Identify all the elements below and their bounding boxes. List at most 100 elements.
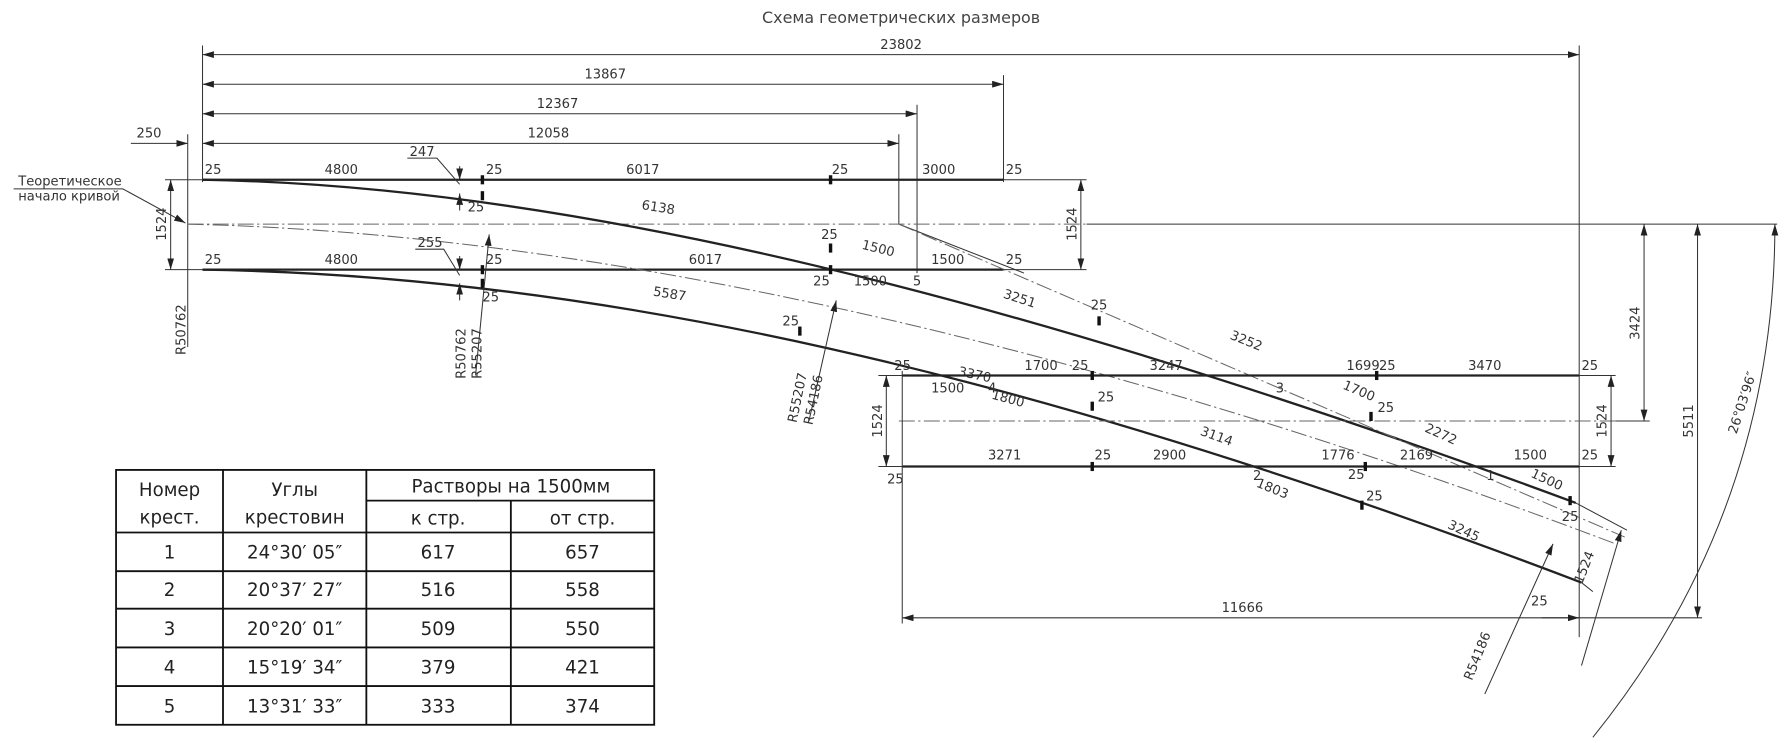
dim-label: 25: [1562, 510, 1579, 525]
callout-leader: [13, 188, 186, 224]
header-number-2: крест.: [139, 507, 199, 528]
dim-3424: 3424: [1629, 306, 1644, 339]
dim-label: 25: [1006, 163, 1023, 178]
svg-text:13°31′ 33″: 13°31′ 33″: [247, 696, 342, 717]
gauge-left: 1524: [155, 208, 170, 241]
dim-label: 3114: [1198, 424, 1234, 449]
radius-label: R50762: [454, 328, 469, 379]
radius-label: R54186: [1462, 630, 1495, 683]
dim-label: 2169: [1400, 449, 1433, 464]
svg-text:617: 617: [421, 543, 456, 564]
theoretical-curve-start-callout: Теоретическое начало кривой: [13, 174, 186, 224]
svg-text:558: 558: [565, 580, 600, 601]
dim-label: 4800: [325, 253, 358, 268]
dim-12058: 12058: [528, 127, 570, 142]
dim-label: 25: [813, 275, 830, 290]
dim-label: 25: [1095, 449, 1112, 464]
dim-label: 6017: [626, 163, 659, 178]
dim-label: 1500: [860, 238, 896, 261]
svg-text:2: 2: [164, 580, 176, 601]
svg-text:20°37′ 27″: 20°37′ 27″: [247, 580, 342, 601]
dim-label: 25: [894, 359, 911, 374]
dim-label: 25: [1348, 468, 1365, 483]
dim-label: 25: [1379, 359, 1396, 374]
svg-text:374: 374: [565, 696, 600, 717]
dim-label: 1500: [931, 253, 964, 268]
dim-label: 3245: [1445, 518, 1482, 546]
dim-label: 2900: [1153, 449, 1186, 464]
dim-label: 25: [1072, 359, 1089, 374]
dim-label: 1699: [1346, 359, 1379, 374]
gauge-left: 1524: [871, 404, 886, 437]
dim-label: 25: [1581, 449, 1598, 464]
angle-arc: [1592, 224, 1779, 738]
dim-label: 1700: [1340, 378, 1377, 405]
header-from-str: от стр.: [550, 509, 615, 530]
dim-label: 25: [1098, 391, 1115, 406]
dim-label: 3252: [1228, 328, 1264, 354]
diverging-centerline: [898, 223, 1625, 538]
dim-label: 5587: [652, 285, 687, 305]
svg-text:20°20′ 01″: 20°20′ 01″: [247, 619, 342, 640]
header-angle: Углы: [271, 480, 318, 501]
svg-text:657: 657: [565, 543, 600, 564]
dim-label: 25: [1531, 594, 1548, 609]
header-angle-2: крестовин: [245, 507, 345, 528]
dim-label: 25: [486, 253, 503, 268]
rail-joint-ticks: [480, 175, 1101, 411]
curved-rail-inner: [202, 268, 1582, 584]
svg-text:4: 4: [164, 658, 176, 679]
dim-label: 25: [887, 473, 904, 488]
dim-label: 25: [1366, 490, 1383, 505]
svg-text:15°19′ 34″: 15°19′ 34″: [247, 658, 342, 679]
dim-label: 3251: [1001, 287, 1037, 312]
dim-label: 1700: [1024, 359, 1057, 374]
dim-label: 25: [1006, 253, 1023, 268]
crossings-table: Номер крест. Углы крестовин Растворы на …: [115, 469, 656, 726]
dim-label: 6138: [641, 198, 676, 218]
dim-label: 1500: [1514, 449, 1547, 464]
dim-label: 3470: [1468, 359, 1501, 374]
offset-255: 255: [418, 236, 443, 251]
end-gauge: 1524: [1572, 549, 1598, 585]
drawing-title: Схема геометрических размеров: [762, 8, 1040, 27]
dim-label: 3000: [922, 163, 955, 178]
svg-text:3: 3: [164, 619, 176, 640]
crossing-number-4: 4: [988, 382, 996, 397]
dim-label: 1500: [1528, 467, 1565, 495]
radius-label: R55207: [470, 328, 485, 379]
header-to-str: к стр.: [411, 509, 466, 530]
first-block: 1524 1524 25 4800 25 6017 25 3000 25 25 …: [155, 145, 1778, 584]
dim-label: 25: [821, 228, 838, 243]
dim-label: 1500: [931, 382, 964, 397]
curve-labels: 6138 25 1500 3251 25 3252 1700 25 2272 1…: [641, 198, 1579, 609]
dim-23802: 23802: [880, 38, 922, 53]
svg-text:516: 516: [421, 580, 456, 601]
svg-text:509: 509: [421, 619, 456, 640]
dim-label: 25: [482, 291, 499, 306]
callout-line2: начало кривой: [18, 189, 120, 204]
dim-label: 25: [832, 163, 849, 178]
svg-text:379: 379: [421, 658, 456, 679]
crossing-number-1: 1: [1486, 469, 1494, 484]
radius-label: R50762: [174, 304, 189, 355]
svg-text:1: 1: [164, 543, 176, 564]
crossing-number-2: 2: [1253, 469, 1261, 484]
dim-13867: 13867: [584, 68, 626, 83]
svg-text:421: 421: [565, 658, 600, 679]
dim-250: 250: [137, 127, 162, 142]
dim-label: 25: [782, 314, 799, 329]
dim-label: 25: [1377, 401, 1394, 416]
dim-label: 25: [1091, 298, 1108, 313]
svg-text:5: 5: [164, 696, 176, 717]
callout-line1: Теоретическое: [17, 174, 121, 189]
dim-label: 25: [468, 201, 485, 216]
dim-label: 4800: [325, 163, 358, 178]
table-row: 4 15°19′ 34″ 379 421: [164, 658, 600, 679]
crossing-number-3: 3: [1276, 382, 1284, 397]
dim-label: 25: [486, 163, 503, 178]
